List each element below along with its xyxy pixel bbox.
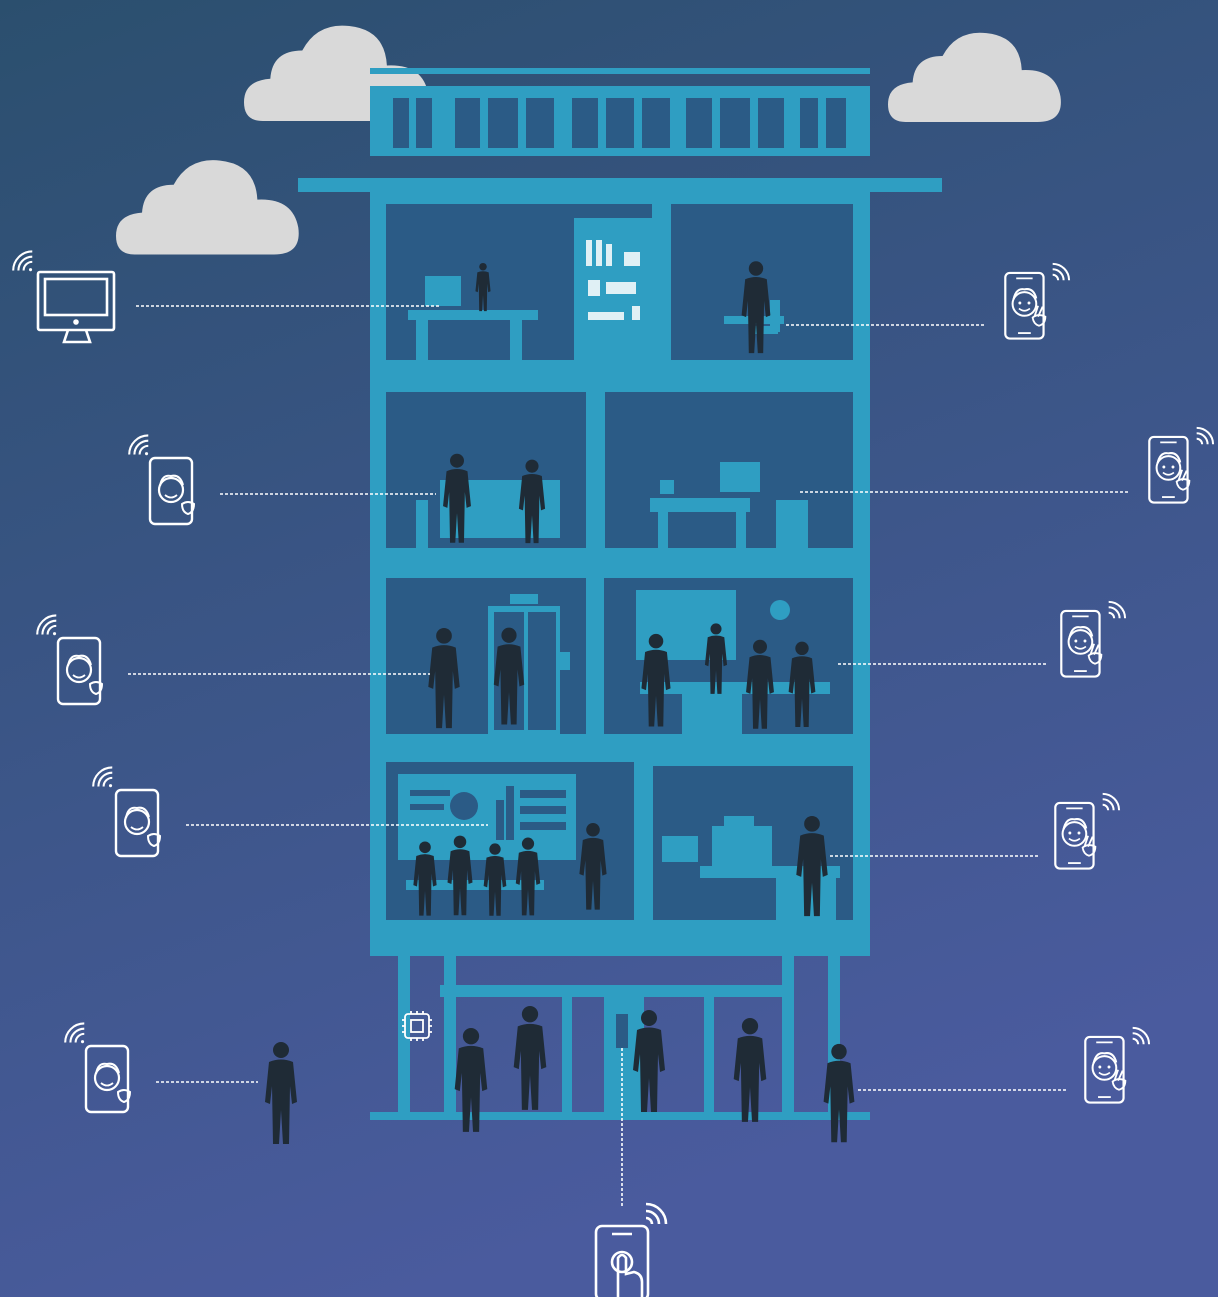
chip-icon — [402, 1011, 432, 1041]
smartphone-user-icon — [36, 614, 104, 706]
smartphone-tap-icon — [594, 1202, 668, 1297]
desktop-monitor-icon — [36, 270, 116, 344]
smartphone-user-icon — [64, 1022, 132, 1114]
smartphone-user-icon — [92, 766, 162, 858]
connector-lines — [128, 305, 1128, 1206]
smartphone-user-icon — [128, 434, 196, 526]
access-panel — [616, 1014, 628, 1048]
